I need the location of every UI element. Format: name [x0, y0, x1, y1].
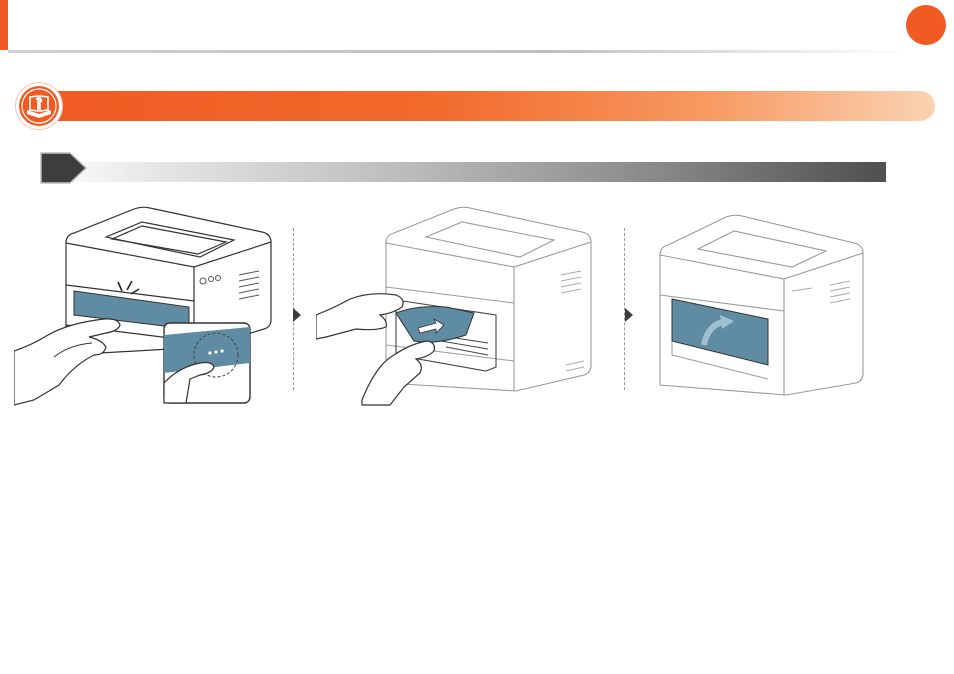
svg-text:?: ?	[35, 96, 43, 112]
illustration-open-front-cover	[14, 195, 284, 410]
step-tab-arrow-icon	[40, 152, 88, 184]
page-number-badge	[906, 5, 946, 45]
triangle-right-icon	[293, 308, 301, 322]
faq-book-icon: ?	[16, 83, 62, 129]
triangle-right-icon	[625, 308, 633, 322]
procedure-illustrations	[0, 195, 954, 410]
illustration-close-front-cover	[650, 195, 870, 410]
illustration-pull-out-jammed-paper	[316, 195, 606, 410]
section-title-bar	[30, 91, 935, 121]
header-rule	[8, 50, 908, 53]
step-bar	[40, 162, 886, 182]
header-left-accent	[0, 0, 8, 50]
